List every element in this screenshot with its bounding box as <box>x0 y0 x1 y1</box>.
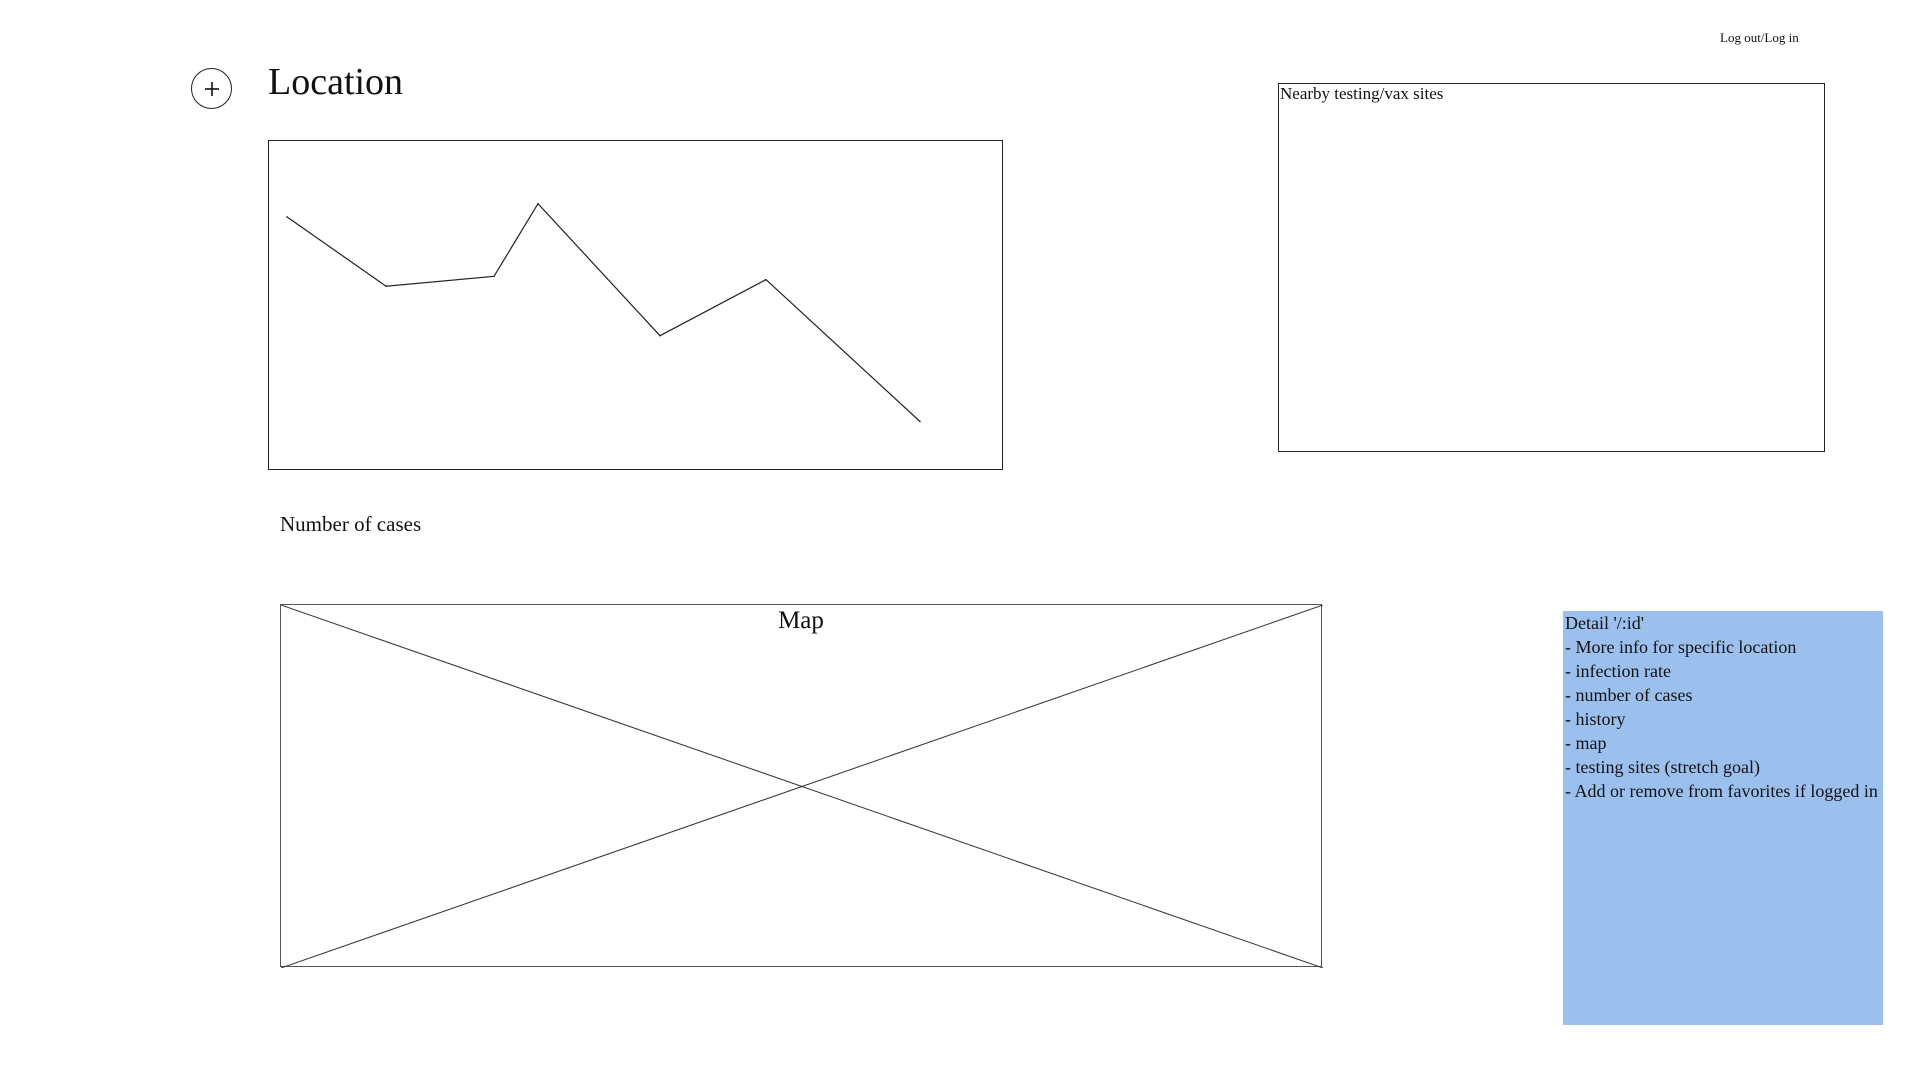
map-label-wrap: Map <box>281 607 1321 635</box>
plus-icon <box>204 81 219 96</box>
detail-notes-item: - number of cases <box>1565 685 1693 705</box>
detail-notes-item: - testing sites (stretch goal) <box>1565 757 1760 777</box>
detail-notes-heading: Detail '/:id' <box>1565 613 1644 633</box>
nearby-sites-title: Nearby testing/vax sites <box>1280 84 1444 103</box>
cases-point <box>385 285 387 287</box>
cases-point <box>537 202 539 205</box>
cases-point <box>493 275 495 278</box>
detail-notes-item: - map <box>1565 733 1607 753</box>
map-diagonal-line <box>281 605 1323 968</box>
map-label: Map <box>774 607 828 634</box>
cases-line-chart <box>286 202 921 423</box>
cases-series-line <box>286 202 921 422</box>
detail-notes-item: - Add or remove from favorites if logged… <box>1565 781 1878 801</box>
map-placeholder-cross <box>281 605 1323 968</box>
add-location-button[interactable] <box>191 68 232 109</box>
cases-point <box>919 420 921 423</box>
detail-notes-item: - infection rate <box>1565 661 1671 681</box>
cases-chart <box>268 140 1003 470</box>
cases-point <box>765 278 767 281</box>
chart-caption: Number of cases <box>280 512 422 536</box>
detail-notes: Detail '/:id' - More info for specific lo… <box>1563 611 1883 1025</box>
nearby-sites-panel: Nearby testing/vax sites <box>1278 83 1825 452</box>
detail-notes-item: - history <box>1565 709 1626 729</box>
cases-point <box>659 334 661 337</box>
detail-notes-item: - More info for specific location <box>1565 637 1797 657</box>
auth-link[interactable]: Log out/Log in <box>1720 30 1799 45</box>
cases-point <box>286 216 288 218</box>
map-placeholder[interactable]: Map <box>280 604 1323 968</box>
page-title: Location <box>268 61 404 103</box>
